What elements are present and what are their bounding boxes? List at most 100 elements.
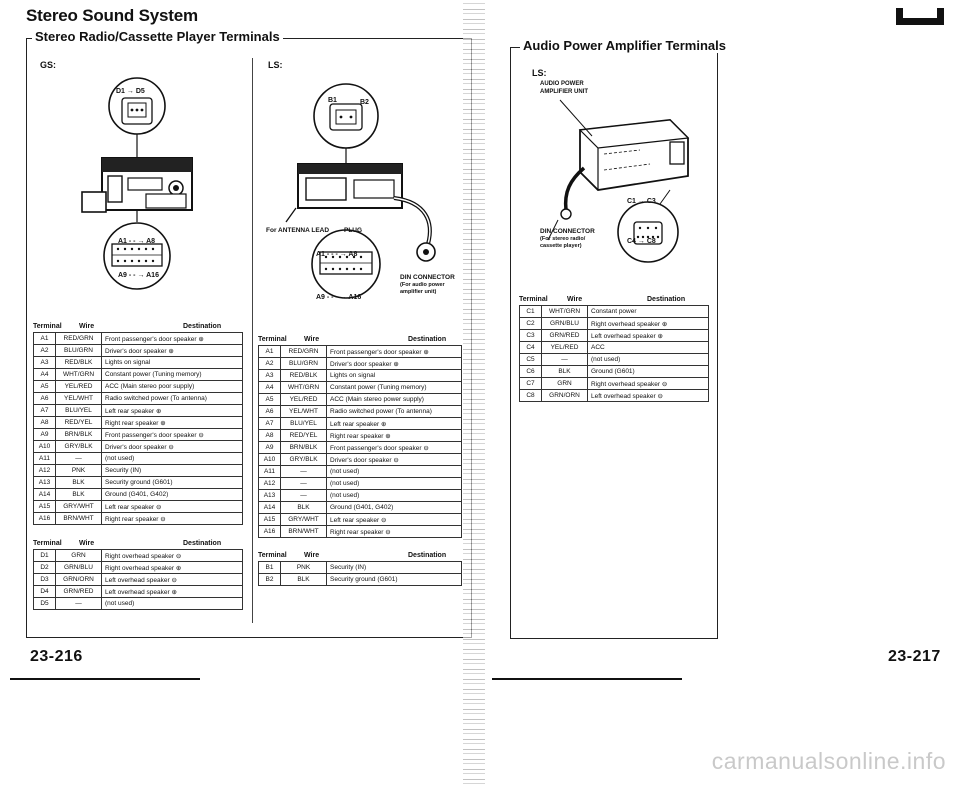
destination-cell: Lights on signal [101,356,243,369]
terminal-cell: A7 [258,417,281,430]
terminal-cell: C6 [519,365,542,378]
terminal-cell: C5 [519,353,542,366]
terminal-cell: A11 [258,465,281,478]
terminal-cell: A3 [258,369,281,382]
destination-cell: Constant power (Tuning memory) [101,368,243,381]
ls-connector-diagram [285,83,436,299]
wire-cell: RED/YEL [55,416,102,429]
wire-cell: GRN/RED [55,585,102,598]
table-row: D5—(not used) [33,597,243,610]
header-destination: Destination [183,540,222,547]
terminal-cell: A13 [33,476,56,489]
header-destination: Destination [408,552,447,559]
destination-cell: Security ground (G601) [101,476,243,489]
terminal-cell: A16 [33,512,56,525]
header-wire: Wire [567,296,583,303]
wire-cell: BRN/BLK [280,441,327,454]
right-section-frame [510,47,718,639]
wire-cell: YEL/WHT [280,405,327,418]
left-section-title: Stereo Radio/Cassette Player Terminals [32,29,283,44]
terminal-cell: C1 [519,305,542,318]
terminal-cell: A4 [258,381,281,394]
a1-a8-ls-label: A1 - - - → A8 [316,251,358,258]
watermark: carmanualsonline.info [711,748,946,774]
wire-cell: YEL/RED [55,380,102,393]
wire-cell: PNK [280,561,327,574]
terminal-cell: A6 [33,392,56,405]
header-destination: Destination [647,296,686,303]
wire-cell: GRN/ORN [55,573,102,586]
terminal-cell: A2 [33,344,56,357]
b2-label: B2 [360,99,369,106]
wire-cell: BLU/GRN [280,357,327,370]
wire-cell: GRY/BLK [55,440,102,453]
destination-cell: (not used) [101,597,243,610]
destination-cell: Security (IN) [101,464,243,477]
wire-cell: GRY/WHT [280,513,327,526]
wire-cell: GRN/ORN [541,389,588,402]
terminal-cell: A11 [33,452,56,465]
gs-label: GS: [40,60,57,70]
terminal-cell: A9 [258,441,281,454]
table-row: A11—(not used) [258,465,462,478]
wire-cell: BLK [541,365,588,378]
destination-cell: Ground (G601) [587,365,709,378]
destination-cell: Right rear speaker ⊕ [101,416,243,429]
destination-cell: Right rear speaker ⊕ [326,429,462,442]
terminal-cell: A10 [33,440,56,453]
wire-cell: RED/BLK [280,369,327,382]
b1-label: B1 [328,97,337,104]
wire-cell: GRY/BLK [280,453,327,466]
din-connector-label: DIN CONNECTOR [400,274,455,281]
destination-cell: Front passenger's door speaker ⊖ [101,428,243,441]
destination-cell: Radio switched power (To antenna) [326,405,462,418]
wire-cell: BLK [280,501,327,514]
destination-cell: ACC (Main stereo power supply) [326,393,462,406]
terminal-cell: D3 [33,573,56,586]
destination-cell: Left rear speaker ⊕ [101,404,243,417]
terminal-cell: A13 [258,489,281,502]
terminal-cell: A15 [33,500,56,513]
destination-cell: Right overhead speaker ⊕ [101,561,243,574]
binding-gutter [463,0,485,789]
wire-cell: — [55,452,102,465]
terminal-cell: C3 [519,329,542,342]
terminal-cell: D4 [33,585,56,598]
destination-cell: Right overhead speaker ⊖ [587,377,709,390]
terminal-cell: C8 [519,389,542,402]
wire-cell: GRN/RED [541,329,588,342]
wire-cell: GRN [55,549,102,562]
wire-cell: BRN/WHT [55,512,102,525]
destination-cell: Right overhead speaker ⊖ [101,549,243,562]
header-terminal: Terminal [33,323,62,330]
header-destination: Destination [183,323,222,330]
bottom-rule-left [10,678,200,680]
terminal-cell: A9 [33,428,56,441]
destination-cell: Right rear speaker ⊖ [101,512,243,525]
wire-cell: BLU/YEL [280,417,327,430]
terminal-cell: A14 [258,501,281,514]
terminal-cell: C4 [519,341,542,354]
page-number-left: 23-216 [30,648,83,665]
wire-cell: RED/YEL [280,429,327,442]
destination-cell: Left overhead speaker ⊖ [101,573,243,586]
destination-cell: Driver's door speaker ⊕ [101,344,243,357]
c-table-header: Terminal Wire Destination [519,296,709,305]
antenna-lead-label: For ANTENNA LEAD [266,227,330,234]
destination-cell: Left overhead speaker ⊖ [587,389,709,402]
